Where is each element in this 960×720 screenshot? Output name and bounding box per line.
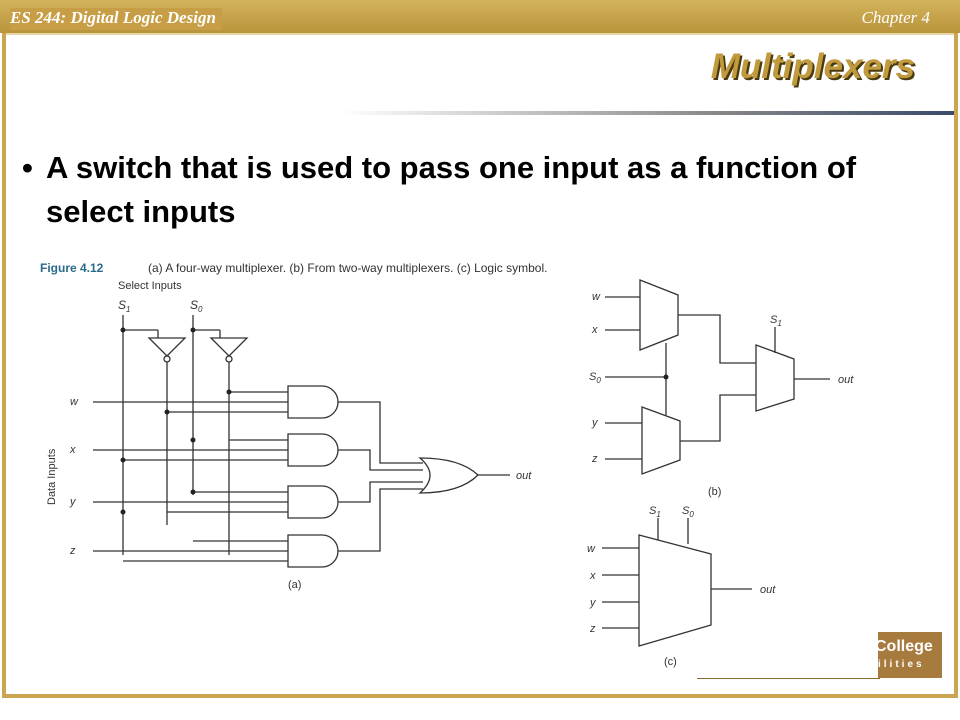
output-b-label: out xyxy=(838,374,854,386)
b-input-z-label: z xyxy=(591,453,598,465)
output-a-label: out xyxy=(516,470,532,482)
junction-dots xyxy=(120,327,669,515)
figure-caption: (a) A four-way multiplexer. (b) From two… xyxy=(148,261,547,275)
select-inputs-label: Select Inputs xyxy=(118,280,182,292)
c-s1-label: S1 xyxy=(649,505,661,519)
bullet-point: • A switch that is used to pass one inpu… xyxy=(22,146,902,234)
c-s0-label: S0 xyxy=(682,505,694,519)
s1-label: S1 xyxy=(118,298,130,314)
input-x-label: x xyxy=(69,444,76,456)
bullet-text: A switch that is used to pass one input … xyxy=(46,150,857,229)
input-y-label: y xyxy=(69,496,77,508)
chapter-label: Chapter 4 xyxy=(861,8,930,27)
c-input-x-label: x xyxy=(589,570,596,582)
logo-line1: College xyxy=(878,638,933,655)
multiplexer-figure: Figure 4.12 (a) A four-way multiplexer. … xyxy=(30,255,910,685)
b-input-x-label: x xyxy=(591,324,598,336)
slide-title: Multiplexers xyxy=(710,47,915,86)
figure-label: Figure 4.12 xyxy=(40,261,104,275)
frame-right xyxy=(954,33,958,698)
c-input-w-label: w xyxy=(587,543,596,555)
b-s0-label: S0 xyxy=(589,371,601,385)
data-inputs-label: Data Inputs xyxy=(46,448,58,505)
input-w-label: w xyxy=(70,396,79,408)
input-z-label: z xyxy=(69,545,76,557)
part-c-tag: (c) xyxy=(664,656,677,668)
b-input-w-label: w xyxy=(592,291,601,303)
header-bar: ES 244: Digital Logic Design Chapter 4 xyxy=(0,0,960,33)
part-b-tag: (b) xyxy=(708,486,721,498)
b-input-y-label: y xyxy=(591,417,599,429)
title-underline xyxy=(340,111,954,115)
part-a-tag: (a) xyxy=(288,579,301,591)
logo-line2: ilities xyxy=(878,659,925,670)
frame-bottom xyxy=(2,694,958,698)
frame-left xyxy=(2,33,6,698)
course-title: ES 244: Digital Logic Design xyxy=(10,8,222,30)
logo-rule xyxy=(697,678,880,679)
c-input-z-label: z xyxy=(589,623,596,635)
figure-diagram: Figure 4.12 (a) A four-way multiplexer. … xyxy=(40,261,854,668)
bullet-dot-icon: • xyxy=(22,150,33,185)
college-logo: College ilities xyxy=(878,632,942,678)
c-input-y-label: y xyxy=(589,597,597,609)
output-c-label: out xyxy=(760,584,776,596)
s0-label: S0 xyxy=(190,298,203,314)
b-s1-label: S1 xyxy=(770,314,782,328)
frame-top xyxy=(6,33,954,35)
